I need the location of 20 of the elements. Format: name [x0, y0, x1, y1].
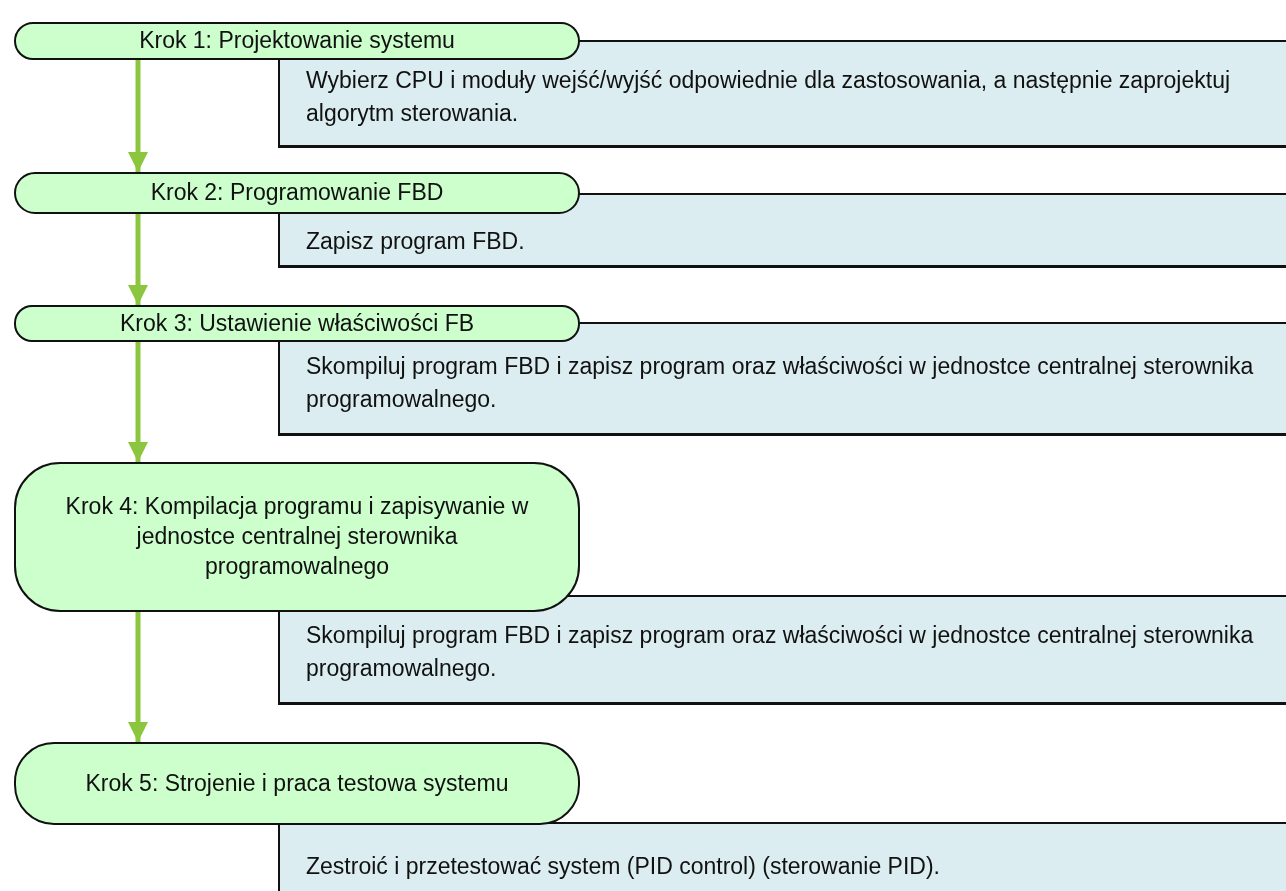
step-description: Skompiluj program FBD i zapisz program oraz właściwości w jednostce centralnej sterownika programowalnego. — [306, 621, 1255, 684]
step-description: Wybierz CPU i moduły wejść/wyjść odpowiednie dla zastosowania, a następnie zaprojektuj algorytm sterowania. — [306, 66, 1232, 129]
arrow — [128, 214, 148, 305]
arrow — [128, 612, 148, 742]
step-box — [14, 22, 580, 60]
step-title: Krok 2: Programowanie FBD — [150, 178, 444, 208]
step-title: Krok 5: Strojenie i praca testowa systemu — [85, 768, 509, 798]
description-panel — [278, 822, 1286, 891]
step-title: Krok 3: Ustawienie właściwości FB — [119, 308, 475, 338]
step-title: Krok 1: Projektowanie systemu — [139, 26, 455, 56]
step-box — [14, 462, 580, 612]
step-description: Zapisz program FBD. — [306, 227, 526, 256]
step-box — [14, 305, 580, 342]
step-description: Skompiluj program FBD i zapisz program oraz właściwości w jednostce centralnej sterownika programowalnego. — [306, 352, 1255, 415]
step-description: Zestroić i przetestować system (PID control) (sterowanie PID). — [306, 852, 941, 881]
description-panel — [278, 595, 1286, 705]
arrow — [128, 342, 148, 462]
step-title: Krok 4: Kompilacja programu i zapisywanie w jednostce centralnej sterownika programowalnego — [64, 492, 530, 581]
arrow — [128, 60, 148, 172]
step-box — [14, 172, 580, 214]
